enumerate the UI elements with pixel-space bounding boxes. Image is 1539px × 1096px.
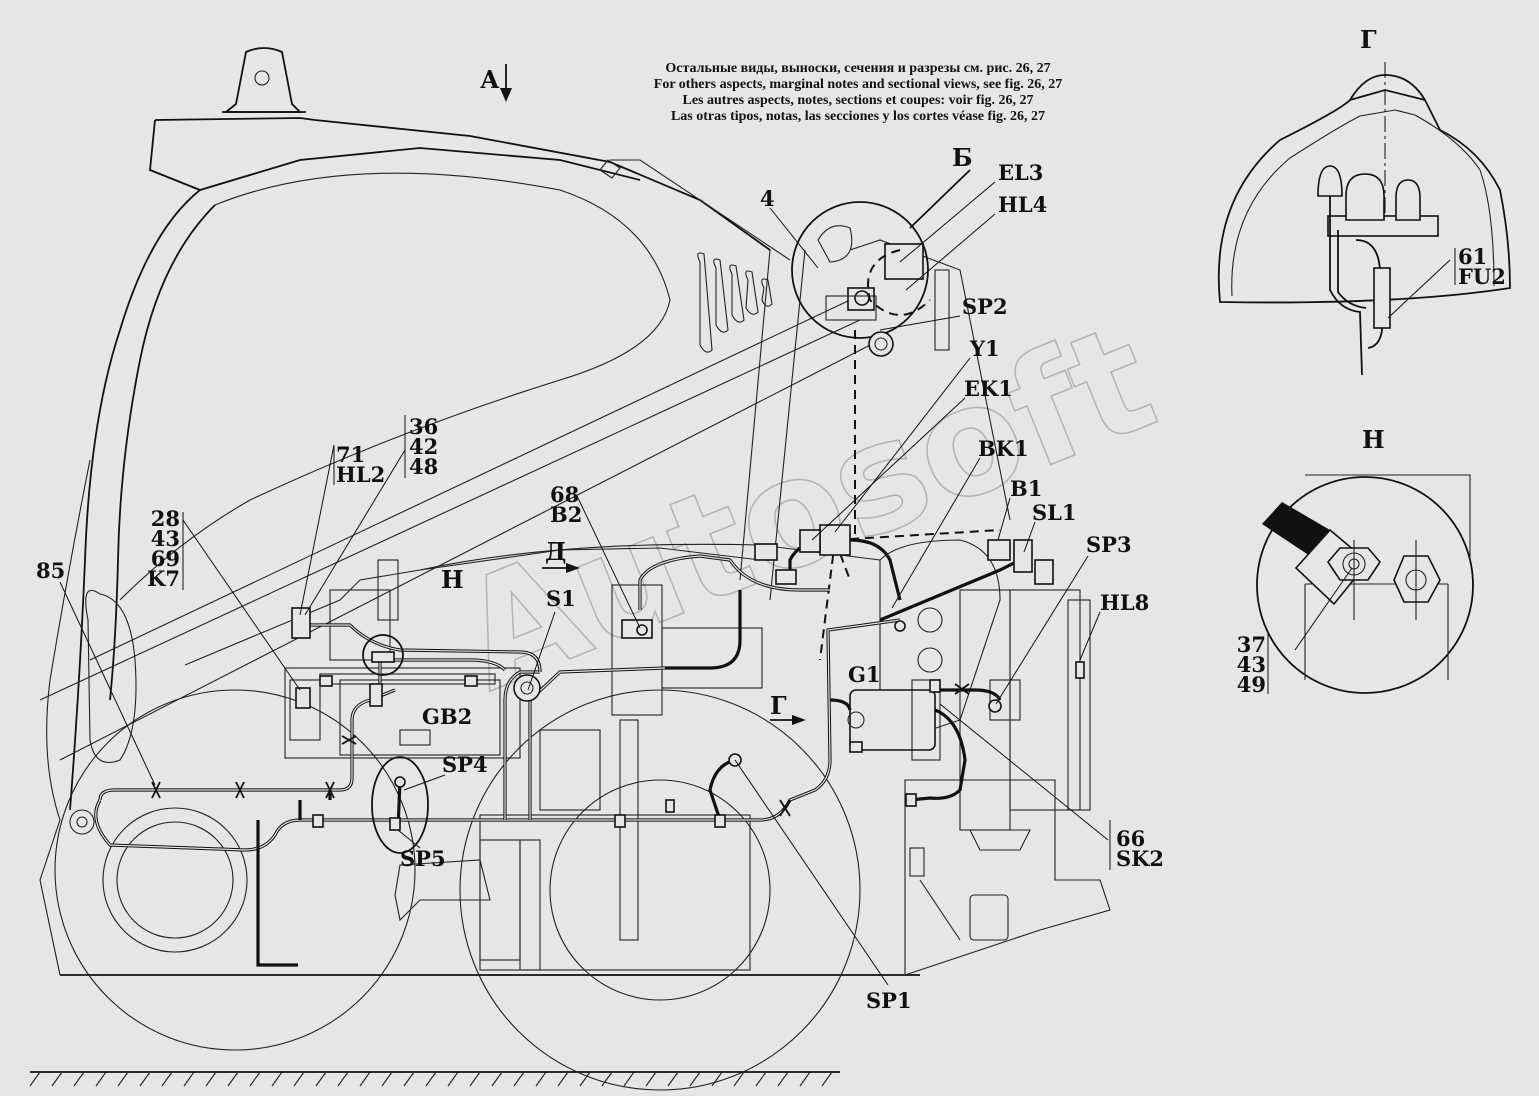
note-en: For others aspects, marginal notes and s… [654,77,1062,92]
detail-ellipse-SP4 [371,756,429,854]
inset-g-title: Г [1360,25,1377,54]
label-Y1: Y1 [969,336,1000,361]
inset-g-FU2: FU2 [1458,264,1506,289]
label-36: 36 [409,414,438,439]
label-HL4: HL4 [998,192,1047,217]
inset-view-G: Г 61 FU2 [1217,25,1511,376]
label-85: 85 [36,558,65,583]
label-HL2: HL2 [336,462,385,487]
inset-h-title: Н [1362,425,1385,454]
label-SP2: SP2 [962,294,1008,319]
label-4: 4 [760,186,775,211]
alternator [847,679,941,761]
label-71: 71 [336,442,365,467]
label-S1: S1 [546,586,576,611]
label-42: 42 [409,434,438,459]
label-EK1: EK1 [964,376,1013,401]
right-component [988,661,1085,721]
label-SP1: SP1 [866,988,912,1013]
leader-lines [59,181,1111,986]
harness-clips [151,524,1054,831]
label-EL3: EL3 [998,160,1043,185]
label-BK1: BK1 [978,436,1029,461]
boom-arm [39,159,1011,761]
ground [29,1071,840,1087]
inset-h-43: 43 [1237,652,1266,677]
view-marker-b: Б [952,143,973,172]
detail-circle-B [791,201,950,357]
label-K7: K7 [147,566,180,591]
note-es: Las otras tipos, notas, las secciones y … [671,109,1045,124]
beacon-lamp [222,47,306,113]
label-28: 28 [151,506,180,531]
view-marker-g: Г [770,691,787,720]
view-marker-h: Н [441,565,464,594]
battery-box [284,559,521,759]
note-ru: Остальные виды, выноски, сечения и разре… [665,61,1050,76]
label-SP5: SP5 [400,846,446,871]
wheels [54,689,861,1091]
inset-h-37: 37 [1237,632,1266,657]
label-B2: B2 [550,502,582,527]
notes-block: Остальные виды, выноски, сечения и разре… [654,61,1062,124]
cab-outline [39,117,920,976]
view-marker-d: Д [545,537,566,566]
direction-arrows [500,64,971,725]
inset-h-49: 49 [1237,672,1266,697]
inset-view-H: Н 37 43 49 [1237,425,1474,697]
inset-g-61: 61 [1458,244,1487,269]
label-SP3: SP3 [1086,532,1132,557]
label-69: 69 [151,546,180,571]
label-SK2: SK2 [1116,846,1164,871]
part-labels: 4 EL3 HL4 SP2 Y1 EK1 BK1 B1 SL1 SP3 HL8 … [36,160,1164,1013]
label-B1: B1 [1010,476,1042,501]
engine-block [394,539,1111,976]
label-48: 48 [409,454,438,479]
label-68: 68 [550,482,579,507]
label-43: 43 [151,526,180,551]
detail-circle-H [362,634,404,676]
label-SP4: SP4 [442,752,488,777]
label-G1: G1 [848,662,881,687]
label-GB2: GB2 [422,704,472,729]
note-fr: Les autres aspects, notes, sections et c… [682,93,1033,108]
view-marker-a: А [480,65,500,94]
label-SL1: SL1 [1032,500,1077,525]
label-66: 66 [1116,826,1145,851]
label-HL8: HL8 [1100,590,1149,615]
